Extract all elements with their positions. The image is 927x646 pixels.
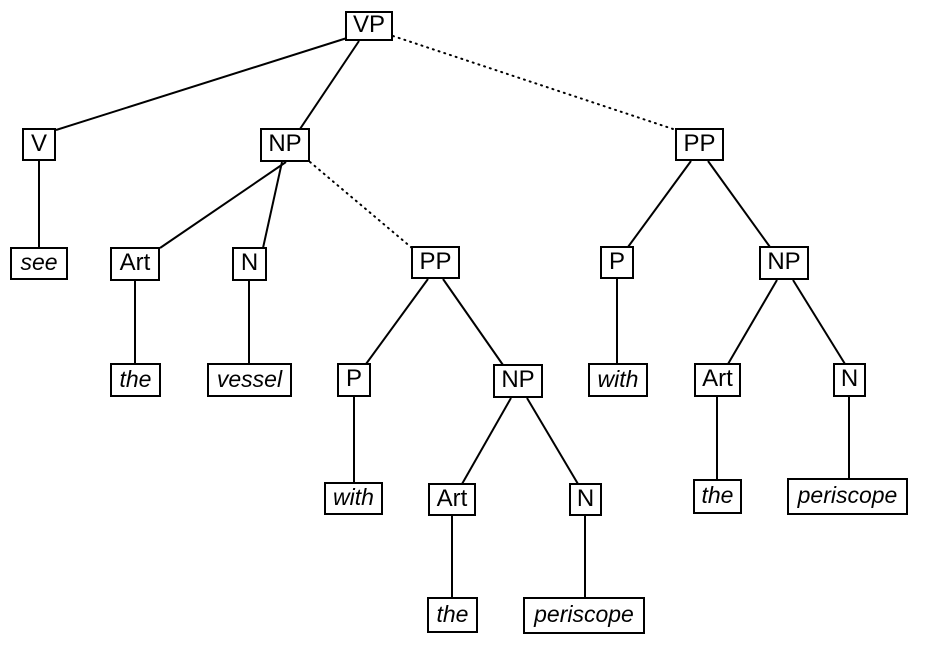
- tree-edge-np1-to-pp_mid: [309, 161, 413, 249]
- tree-edge-pp_right-to-p_right: [627, 160, 692, 248]
- tree-edge-np_right-to-n_right: [792, 279, 846, 365]
- tree-edge-np1-to-art1: [159, 161, 287, 249]
- tree-edge-np1-to-n1: [262, 161, 283, 249]
- category-node-np_right: NP: [759, 246, 809, 280]
- category-node-pp_right: PP: [675, 128, 724, 161]
- terminal-node-periscope_mid: periscope: [523, 597, 645, 634]
- tree-edge-pp_mid-to-p_mid: [365, 278, 429, 365]
- node-label: the: [436, 600, 469, 627]
- category-node-p_mid: P: [337, 363, 371, 397]
- node-label: P: [608, 247, 625, 275]
- category-node-art_right: Art: [694, 363, 741, 397]
- category-node-art_mid: Art: [428, 483, 476, 516]
- tree-edge-pp_mid-to-np_mid: [442, 278, 504, 366]
- tree-edge-np_mid-to-art_mid: [461, 397, 512, 485]
- node-label: Art: [119, 249, 151, 276]
- terminal-node-the_right: the: [693, 479, 742, 514]
- node-label: VP: [352, 11, 385, 38]
- category-node-v: V: [22, 128, 56, 161]
- node-label: NP: [501, 366, 535, 393]
- node-label: N: [576, 484, 595, 512]
- terminal-node-with_mid: with: [324, 482, 383, 515]
- category-node-np_mid: NP: [493, 364, 543, 398]
- category-node-n1: N: [232, 247, 267, 281]
- tree-edge-np_mid-to-n_mid: [526, 397, 579, 485]
- category-node-np1: NP: [260, 128, 310, 162]
- terminal-node-vessel: vessel: [207, 363, 292, 397]
- terminal-node-the_mid: the: [427, 597, 478, 633]
- category-node-n_right: N: [833, 363, 866, 397]
- node-label: with: [597, 365, 639, 392]
- terminal-node-periscope_right: periscope: [787, 478, 908, 515]
- tree-edge-pp_right-to-np_right: [707, 160, 771, 248]
- node-label: see: [20, 249, 58, 275]
- node-label: vessel: [216, 365, 283, 392]
- category-node-p_right: P: [600, 246, 634, 279]
- node-label: periscope: [797, 482, 898, 508]
- category-node-vp: VP: [345, 11, 393, 41]
- node-label: with: [333, 484, 374, 510]
- node-label: periscope: [534, 601, 634, 627]
- node-label: Art: [702, 365, 733, 392]
- node-label: PP: [683, 129, 716, 157]
- node-label: P: [345, 365, 362, 392]
- tree-edge-np_right-to-art_right: [727, 279, 778, 365]
- node-label: V: [30, 129, 47, 157]
- node-label: Art: [436, 484, 468, 512]
- tree-edge-vp-to-v: [55, 37, 348, 131]
- node-label: NP: [767, 248, 801, 275]
- node-label: N: [240, 249, 259, 276]
- node-label: NP: [268, 130, 302, 157]
- terminal-node-with_right: with: [588, 363, 648, 397]
- category-node-pp_mid: PP: [411, 246, 460, 279]
- node-label: N: [840, 365, 859, 392]
- terminal-node-the1: the: [110, 363, 161, 397]
- node-label: PP: [419, 247, 452, 275]
- tree-edge-vp-to-pp_right: [392, 35, 677, 131]
- node-label: the: [119, 365, 152, 392]
- tree-edge-vp-to-np1: [299, 40, 360, 130]
- terminal-node-see: see: [10, 247, 68, 280]
- category-node-n_mid: N: [569, 483, 602, 516]
- category-node-art1: Art: [110, 247, 160, 281]
- node-label: the: [701, 482, 734, 508]
